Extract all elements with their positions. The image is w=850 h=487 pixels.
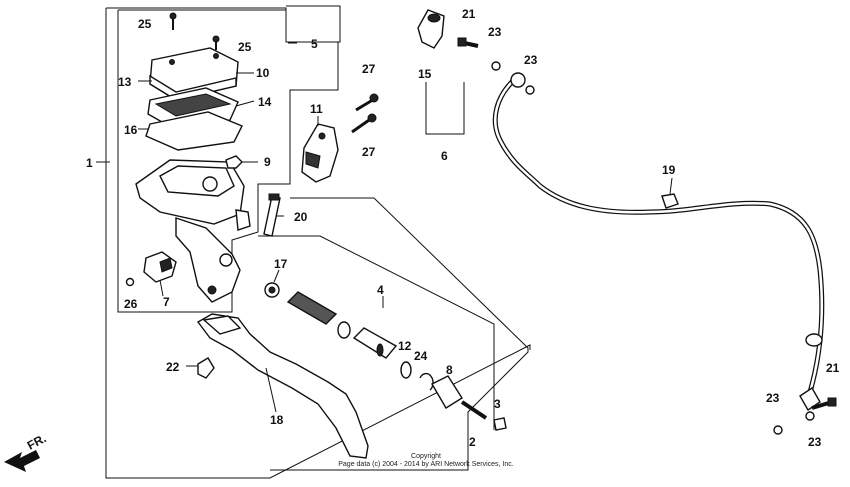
- callout-13: 13: [118, 75, 132, 89]
- callout-27-top: 27: [362, 62, 376, 76]
- callout-23-a: 23: [488, 25, 502, 39]
- callout-18: 18: [270, 413, 284, 427]
- callout-10: 10: [256, 66, 270, 80]
- callout-21-top: 21: [462, 7, 476, 21]
- circlip-24: [419, 372, 434, 391]
- brake-switch: [143, 251, 177, 283]
- callout-25-right: 25: [238, 40, 252, 54]
- boot-17: [264, 282, 280, 298]
- direction-label: FR.: [25, 431, 49, 452]
- callout-17: 17: [274, 257, 288, 271]
- callout-16: 16: [124, 123, 138, 137]
- screw-26: [125, 277, 135, 287]
- callout-8: 8: [446, 363, 453, 377]
- bolt-21-top: [457, 37, 479, 48]
- washer-23-d: [805, 411, 815, 421]
- callout-24: 24: [414, 349, 428, 363]
- callout-23-d: 23: [808, 435, 822, 449]
- washer-23-b: [525, 85, 535, 95]
- brake-lever: [196, 313, 369, 459]
- callout-7: 7: [163, 295, 170, 309]
- brake-hose: [492, 72, 825, 393]
- callout-19: 19: [662, 163, 676, 177]
- pushrod-2: [460, 400, 488, 420]
- boot-8: [431, 375, 463, 409]
- reservoir-cap: [149, 47, 239, 101]
- callout-20: 20: [294, 210, 308, 224]
- pivot-22: [197, 357, 215, 379]
- callout-11: 11: [310, 102, 323, 116]
- assembly-5-outline: [117, 9, 339, 313]
- callout-labels: 1 2 3 4 5 6 7 8 9 10 11 12 13 14 15 16 1…: [86, 7, 840, 449]
- spring: [286, 291, 338, 325]
- holder-11: [301, 123, 339, 183]
- copyright-line-1: Copyright: [411, 453, 441, 460]
- screw-25-right: [212, 35, 220, 50]
- leader-lines: [138, 42, 673, 413]
- callout-9: 9: [264, 155, 271, 169]
- nut-3: [493, 417, 507, 431]
- callout-23-b: 23: [524, 53, 538, 67]
- bolt-20: [263, 193, 281, 237]
- callout-4: 4: [377, 283, 384, 297]
- master-cylinder-body: [135, 159, 251, 303]
- callout-1: 1: [86, 156, 93, 170]
- callout-2: 2: [469, 435, 476, 449]
- callout-5: 5: [311, 37, 318, 51]
- bolt-9: [225, 155, 243, 169]
- copyright-notice: Copyright Page data (c) 2004 - 2014 by A…: [338, 453, 514, 468]
- callout-14: 14: [258, 95, 272, 109]
- callout-25-top: 25: [138, 17, 152, 31]
- piston: [352, 327, 398, 359]
- diaphragm: [145, 111, 243, 151]
- callout-27-bottom: 27: [362, 145, 376, 159]
- callout-15: 15: [418, 67, 432, 81]
- callout-23-c: 23: [766, 391, 780, 405]
- clamp-19: [661, 193, 679, 209]
- callout-12: 12: [398, 339, 412, 353]
- piston-cup: [337, 321, 351, 339]
- copyright-line-2: Page data (c) 2004 - 2014 by ARI Network…: [338, 461, 514, 468]
- screw-25-top: [169, 12, 177, 30]
- circlip-12: [400, 361, 412, 379]
- callout-21-bottom: 21: [826, 361, 840, 375]
- hose-end-bottom: [799, 387, 821, 411]
- washer-23-a: [491, 61, 501, 71]
- callout-26: 26: [124, 297, 138, 311]
- callout-6: 6: [441, 149, 448, 163]
- bolt-21-bottom: [811, 397, 837, 410]
- hose-end-15: [417, 9, 445, 49]
- bolt-27-bottom: [351, 113, 377, 134]
- washer-23-c: [773, 425, 783, 435]
- callout-3: 3: [494, 397, 501, 411]
- callout-22: 22: [166, 360, 180, 374]
- bolt-27-top: [355, 93, 379, 112]
- assembly-4-outline: [258, 197, 529, 471]
- front-direction-arrow: FR.: [4, 431, 48, 472]
